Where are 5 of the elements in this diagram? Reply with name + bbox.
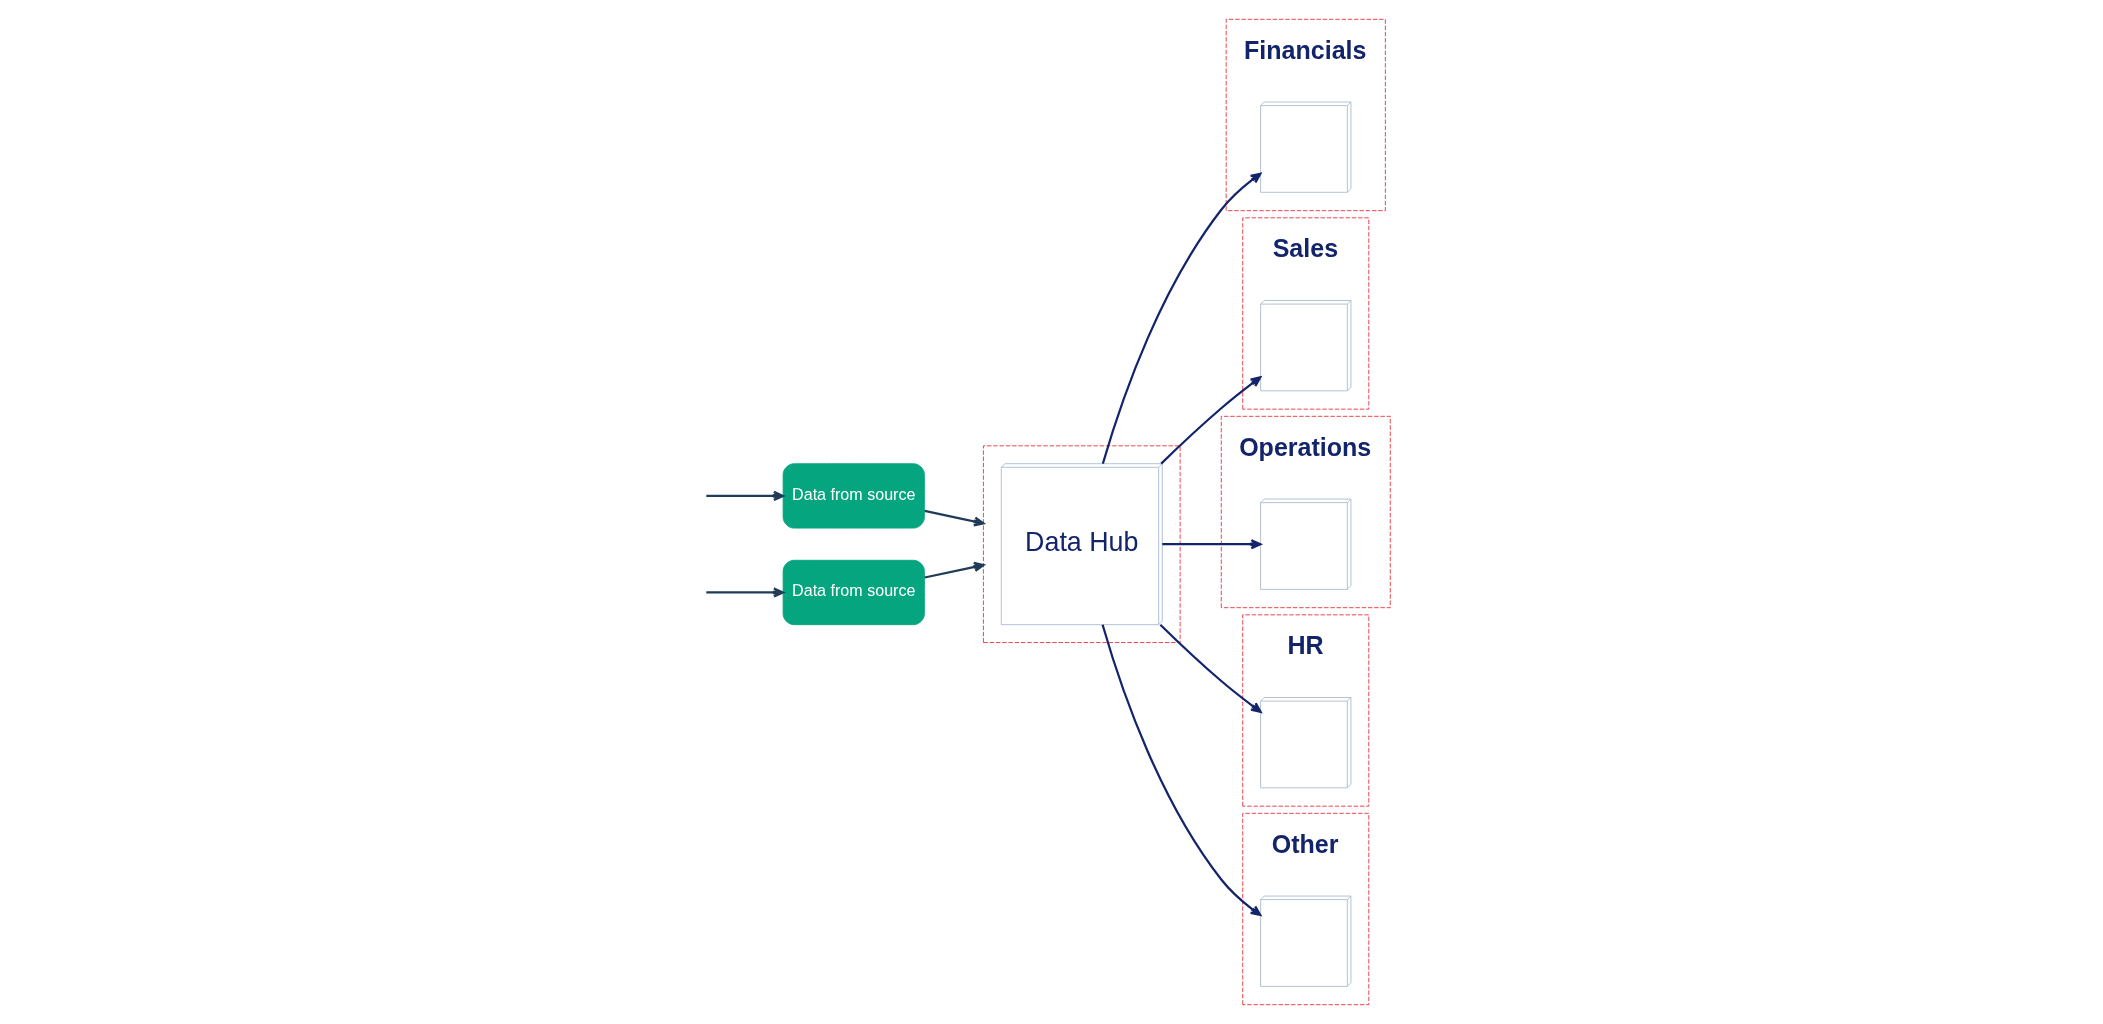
- node-label: Operations: [1239, 432, 1372, 461]
- node-label: HR: [1287, 631, 1324, 660]
- node-label: Sales: [1272, 234, 1339, 263]
- node-label: Other: [1271, 829, 1339, 858]
- node-label: Financials: [1244, 35, 1367, 64]
